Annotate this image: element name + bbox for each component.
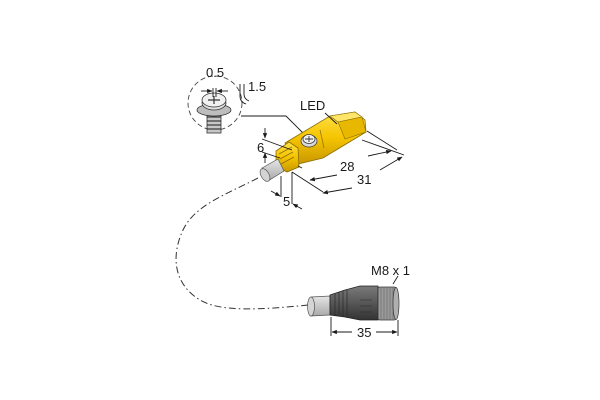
led-label: LED (300, 98, 325, 113)
connector-length-dimension: 35 (357, 325, 371, 340)
cable-offset-dimension: 5 (283, 194, 290, 209)
screw-torque-value: 1.5 (248, 79, 266, 94)
sensor-dimensions: 6 5 28 31 (257, 128, 405, 210)
height-dimension: 6 (257, 140, 264, 155)
sensor-cable-stub (259, 158, 285, 182)
body-length-total-dimension: 31 (357, 172, 371, 187)
body-length-inner-dimension: 28 (340, 159, 354, 174)
cable-path (175, 177, 309, 310)
screw-detail: 0.5 1.5 (187, 65, 304, 134)
m8-connector: M8 x 1 35 (307, 263, 410, 340)
connector-thread-label: M8 x 1 (371, 263, 410, 278)
screw-slot-dimension: 0.5 (206, 65, 224, 80)
